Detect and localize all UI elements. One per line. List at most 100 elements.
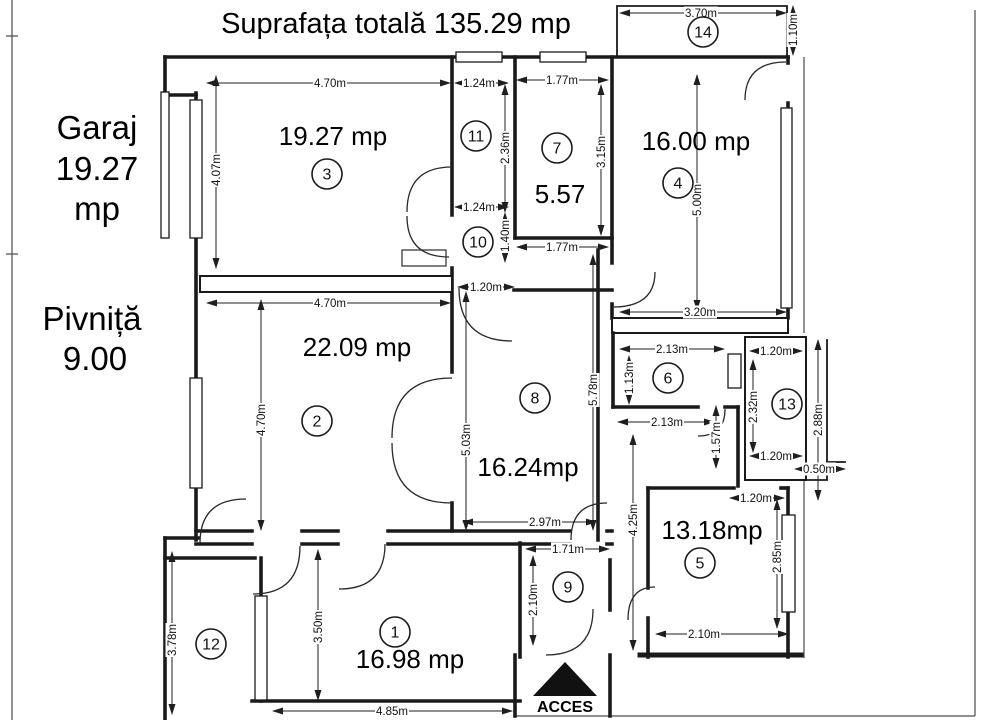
dimension-label: 2.85m — [772, 541, 784, 573]
window — [455, 51, 503, 63]
dimension-label: 2.32m — [748, 391, 760, 423]
dimension-label: 2.13m — [651, 417, 683, 429]
room-number-badge — [379, 616, 411, 648]
room-number-badge — [460, 120, 492, 152]
room-number: 14 — [694, 25, 712, 42]
dimension-label: 5.78m — [588, 374, 600, 406]
door-arc — [627, 586, 656, 621]
dimension-label: 4.70m — [314, 298, 346, 310]
door-arc — [199, 498, 247, 544]
dimension: 2.85m — [770, 499, 784, 629]
room-area-label: 22.09 mp — [303, 332, 411, 362]
room-area-label: 16.24mp — [477, 452, 578, 482]
dimension-label: 1.40m — [500, 220, 512, 252]
room-10: 10 — [462, 226, 494, 258]
dimension-label: 1.20m — [760, 346, 792, 358]
wall-band — [199, 275, 453, 293]
dimension-label: 2.10m — [528, 584, 540, 616]
room-3: 3 19.27 mp — [279, 121, 387, 190]
dimension-label: 3.15m — [596, 136, 608, 168]
room-number: 10 — [469, 235, 487, 252]
dimension: 2.97m — [462, 515, 597, 529]
room-1: 116.98 mp — [356, 616, 464, 674]
svg-text:mp: mp — [74, 190, 120, 227]
dimension-label: 3.70m — [685, 8, 717, 20]
dimension-label: 4.70m — [256, 404, 268, 436]
svg-text:Pivniță: Pivniță — [42, 300, 142, 337]
dimension: 1.71m — [525, 542, 610, 556]
dimension: 3.20m — [619, 305, 787, 319]
door-arc — [744, 61, 787, 101]
room-number: 3 — [323, 167, 332, 184]
door-arc — [570, 502, 608, 541]
door-arc — [338, 543, 386, 590]
wall-band — [611, 317, 789, 334]
dimension: 1.77m — [516, 240, 609, 254]
room-number: 13 — [778, 397, 796, 414]
dimension: 3.15m — [594, 84, 608, 236]
dimension-label: 1.20m — [470, 282, 502, 294]
dimension-label: 1.20m — [740, 493, 772, 505]
dimension: 2.13m — [617, 415, 715, 429]
room-number-badge — [687, 16, 719, 48]
dimension: 1.40m — [498, 212, 512, 263]
room-number: 9 — [564, 580, 573, 597]
window — [160, 91, 170, 239]
window — [780, 107, 793, 309]
room-number: 4 — [674, 176, 683, 193]
door-arc — [391, 377, 453, 439]
dimension-label: 5.00m — [692, 184, 704, 216]
room-number: 5 — [696, 556, 705, 573]
room-area-label: 19.27 mp — [279, 121, 387, 151]
room-number-badge — [684, 547, 716, 579]
dimension-label: 1.24m — [463, 202, 495, 214]
dimension: 2.32m — [746, 359, 760, 453]
dimension-label: 1.77m — [546, 75, 578, 87]
svg-text:Garaj: Garaj — [57, 109, 138, 146]
room-number: 1 — [391, 625, 400, 642]
window — [727, 353, 742, 389]
dimension: 2.10m — [655, 627, 789, 641]
room-area-label: 13.18mp — [661, 515, 762, 545]
door-arc — [545, 608, 594, 656]
dimension-label: 2.36m — [500, 132, 512, 164]
door-arc — [612, 271, 656, 308]
dimension: 4.85m — [272, 704, 513, 718]
dimension-label: 2.88m — [813, 404, 825, 436]
room-8: 816.24mp — [477, 382, 579, 482]
dimension-label: 2.97m — [529, 517, 561, 529]
dimension: 2.36m — [498, 84, 512, 213]
dimension: 4.07m — [209, 75, 223, 269]
room-area-label: 16.00 mp — [642, 126, 750, 156]
dimension: 0.50m — [794, 462, 846, 476]
dimension: 1.77m — [516, 73, 609, 87]
room-number: 11 — [468, 129, 485, 146]
room-number-badge — [195, 628, 227, 660]
property-boundary — [6, 0, 976, 720]
dimension-label: 1.20m — [760, 451, 792, 463]
dimension: 5.78m — [586, 254, 600, 531]
dimension: 1.24m — [454, 200, 509, 214]
door-arc — [391, 442, 453, 504]
window — [539, 51, 587, 63]
room-area-label: 5.57 — [535, 179, 586, 209]
room-6: 6 — [652, 362, 684, 394]
room-number-badge — [662, 167, 694, 199]
dimension-label: 2.13m — [656, 344, 688, 356]
dimension: 2.10m — [526, 555, 540, 646]
dimension: 2.13m — [619, 342, 725, 356]
dimension: 2.88m — [811, 339, 825, 501]
dimension-label: 3.50m — [313, 611, 325, 643]
dimension: 4.70m — [206, 76, 451, 90]
dimension-label: 1.10m — [788, 14, 800, 46]
room-4: 4 16.00 mp — [642, 126, 750, 199]
dimension-label: 4.70m — [314, 78, 346, 90]
svg-text:9.00: 9.00 — [63, 340, 127, 377]
room-number-badge — [301, 405, 333, 437]
dimension: 4.70m — [254, 299, 268, 531]
dimension: 1.13m — [622, 355, 636, 405]
dimension: 5.03m — [459, 291, 473, 531]
door-arc — [458, 287, 513, 342]
room-number-badge — [519, 382, 551, 414]
